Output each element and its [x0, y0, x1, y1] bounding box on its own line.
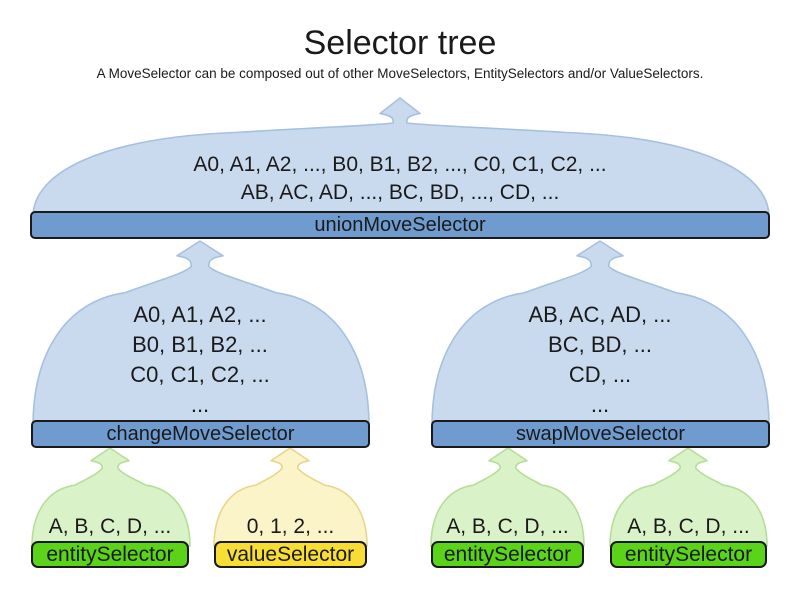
union-cloud-arrow-shape [32, 97, 770, 218]
change-moves-line-2: B0, B1, B2, ... [132, 332, 268, 357]
entity-cloud-arrow-shape-2 [430, 447, 585, 547]
union-cloud-text: A0, A1, A2, ..., B0, B1, B2, ..., C0, C1… [100, 151, 700, 207]
entity-cloud-arrow-shape-3 [609, 447, 768, 547]
value-items-text: 0, 1, 2, ... [246, 515, 335, 538]
union-moves-line-1: A0, A1, A2, ..., B0, B1, B2, ..., C0, C1… [193, 153, 607, 176]
change-move-selector-bar: changeMoveSelector [31, 420, 370, 448]
change-moves-line-1: A0, A1, A2, ... [133, 302, 267, 327]
value-selector-bar: valueSelector [214, 541, 367, 568]
change-moves-line-4: ... [190, 392, 210, 417]
swap-move-selector-bar: swapMoveSelector [431, 420, 770, 448]
swap-moves-line-3: CD, ... [568, 362, 632, 387]
entity-items-text-3: A, B, C, D, ... [627, 515, 750, 538]
swap-moves-line-4: ... [590, 392, 610, 417]
entity-selector-bar-1: entitySelector [31, 541, 189, 568]
swap-cloud-arrow-shape [431, 240, 770, 427]
union-moves-line-2: AB, AC, AD, ..., BC, BD, ..., CD, ... [240, 181, 560, 204]
change-cloud-arrow-shape [32, 240, 370, 427]
value-cloud-arrow-shape [213, 447, 368, 547]
entity-items-text-1: A, B, C, D, ... [48, 515, 172, 538]
entity-items-text-2: A, B, C, D, ... [446, 515, 569, 538]
swap-moves-line-2: BC, BD, ... [548, 332, 652, 357]
page-title: Selector tree [303, 24, 497, 62]
change-cloud-text: A0, A1, A2, ... B0, B1, B2, ... C0, C1, … [60, 300, 340, 420]
swap-moves-line-1: AB, AC, AD, ... [528, 302, 672, 327]
entity-selector-bar-2: entitySelector [431, 541, 584, 568]
entity-selector-bar-3: entitySelector [610, 541, 767, 568]
change-moves-line-3: C0, C1, C2, ... [130, 362, 270, 387]
union-move-selector-bar: unionMoveSelector [30, 211, 770, 239]
swap-cloud-text: AB, AC, AD, ... BC, BD, ... CD, ... ... [460, 300, 740, 420]
page-subtitle: A MoveSelector can be composed out of ot… [96, 66, 704, 81]
entity-cloud-arrow-shape-1 [31, 447, 191, 547]
